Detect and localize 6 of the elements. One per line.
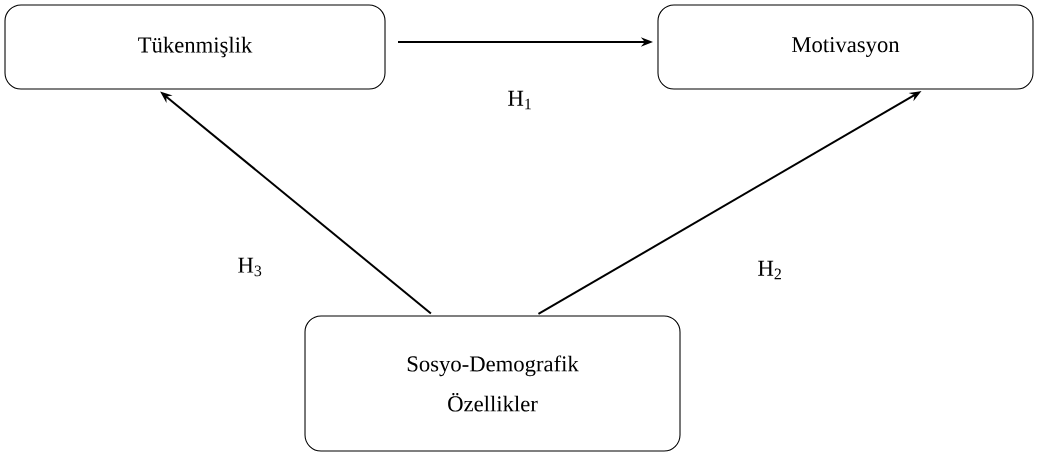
process-box: Sosyo-Demografik Özellikler bbox=[304, 315, 681, 452]
process-box: Motivasyon bbox=[657, 4, 1034, 90]
edge-label: H$_{3}$ bbox=[234, 255, 266, 279]
process-box: Tükenmişlik bbox=[4, 4, 386, 90]
edge-label: H$_{1}$ bbox=[504, 88, 536, 112]
edge-label: H$_{2}$ bbox=[754, 258, 786, 282]
